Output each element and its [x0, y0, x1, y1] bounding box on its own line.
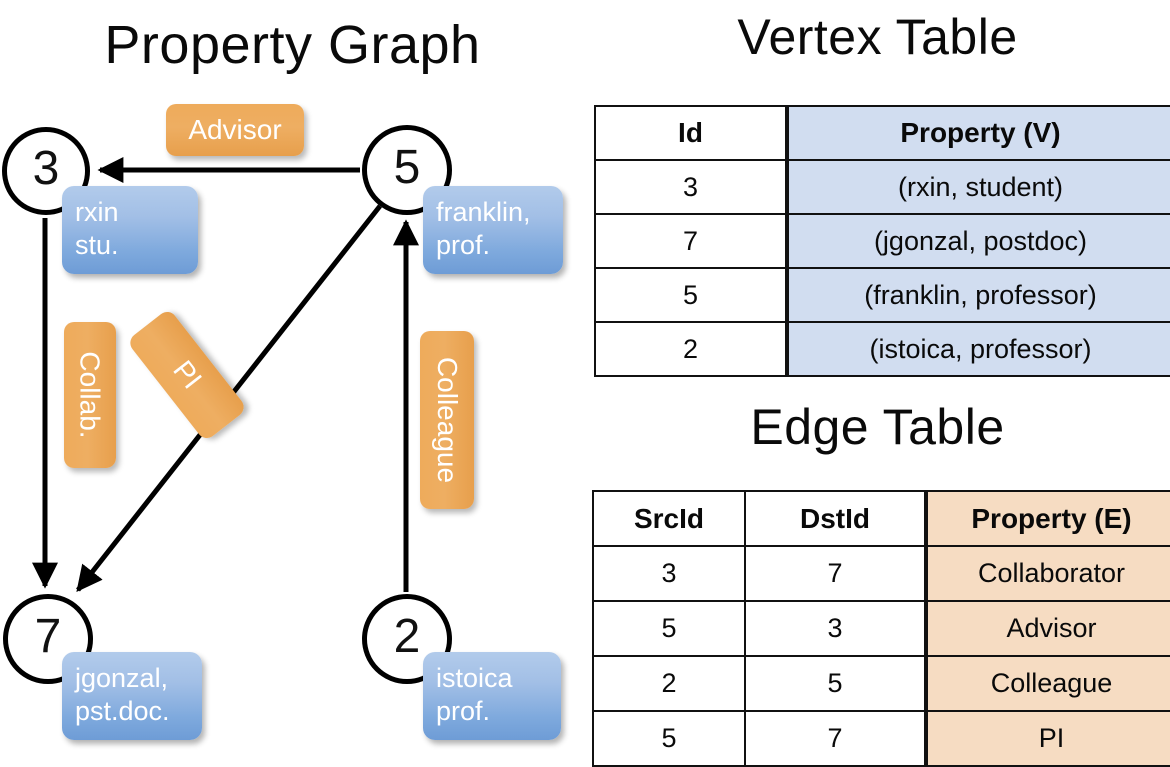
- table-row: 5 3 Advisor: [592, 600, 1170, 657]
- edge-table: SrcId DstId Property (E) 3 7 Collaborato…: [592, 490, 1170, 767]
- edge-row-3-dst: 7: [744, 710, 927, 767]
- graph-node-5[interactable]: 5: [362, 125, 452, 215]
- graph-node-5-label: 5: [393, 141, 421, 194]
- edge-row-0-property: Collaborator: [924, 545, 1170, 602]
- table-row: 2 (istoica, professor): [594, 321, 1170, 377]
- table-row: 3 (rxin, student): [594, 159, 1170, 215]
- edge-table-header-srcid: SrcId: [592, 490, 746, 547]
- edge-row-2-dst: 5: [744, 655, 927, 712]
- vertex-table: Id Property (V) 3 (rxin, student) 7 (jgo…: [594, 105, 1170, 377]
- vertex-property-7-line2: pst.doc.: [75, 696, 170, 726]
- vertex-property-7-line1: jgonzal,: [75, 663, 169, 693]
- vertex-property-2-line1: istoica: [436, 663, 513, 693]
- vertex-table-header-row: Id Property (V): [594, 105, 1170, 161]
- table-row: 3 7 Collaborator: [592, 545, 1170, 602]
- vertex-row-3-property: (istoica, professor): [785, 321, 1170, 377]
- vertex-row-1-id: 7: [594, 213, 788, 269]
- vertex-table-header-property: Property (V): [785, 105, 1170, 161]
- edge-row-0-src: 3: [592, 545, 746, 602]
- vertex-property-box-7: jgonzal, pst.doc.: [62, 652, 202, 740]
- graph-node-3-label: 3: [32, 142, 60, 195]
- edge-row-3-property: PI: [924, 710, 1170, 767]
- vertex-property-3-line1: rxin: [75, 197, 119, 227]
- edge-row-1-property: Advisor: [924, 600, 1170, 657]
- page-title-edge-table: Edge Table: [750, 399, 1005, 455]
- table-row: 7 (jgonzal, postdoc): [594, 213, 1170, 269]
- edge-row-1-dst: 3: [744, 600, 927, 657]
- edge-label-advisor-text: Advisor: [188, 114, 282, 145]
- graph-node-7-label: 7: [34, 610, 62, 663]
- vertex-property-2-line2: prof.: [436, 696, 491, 726]
- table-row: 5 (franklin, professor): [594, 267, 1170, 323]
- vertex-row-2-property: (franklin, professor): [785, 267, 1170, 323]
- vertex-property-3-line2: stu.: [75, 230, 119, 260]
- property-graph-panel: Property Graph 3 5 7 2 rxin stu. frankli…: [0, 0, 585, 760]
- table-row: 2 5 Colleague: [592, 655, 1170, 712]
- edge-row-1-src: 5: [592, 600, 746, 657]
- vertex-row-2-id: 5: [594, 267, 788, 323]
- vertex-property-box-5: franklin, prof.: [423, 186, 563, 274]
- edge-table-header-property: Property (E): [924, 490, 1170, 547]
- edge-row-0-dst: 7: [744, 545, 927, 602]
- vertex-property-box-2: istoica prof.: [423, 652, 561, 740]
- graph-node-2[interactable]: 2: [362, 594, 452, 684]
- edge-label-collab: Collab.: [64, 322, 116, 468]
- edge-row-3-src: 5: [592, 710, 746, 767]
- vertex-property-box-3: rxin stu.: [62, 186, 198, 274]
- graph-node-2-label: 2: [393, 610, 421, 663]
- edge-label-colleague-text: Colleague: [432, 356, 464, 484]
- vertex-row-1-property: (jgonzal, postdoc): [785, 213, 1170, 269]
- edge-label-pi-text: PI: [167, 354, 208, 395]
- vertex-property-5-line2: prof.: [436, 230, 491, 260]
- vertex-table-header-id: Id: [594, 105, 788, 161]
- vertex-property-5-line1: franklin,: [436, 197, 531, 227]
- page-title-vertex-table: Vertex Table: [737, 9, 1018, 65]
- vertex-row-0-property: (rxin, student): [785, 159, 1170, 215]
- vertex-row-3-id: 2: [594, 321, 788, 377]
- edge-label-collab-text: Collab.: [75, 351, 107, 439]
- vertex-row-0-id: 3: [594, 159, 788, 215]
- edge-label-advisor: Advisor: [166, 104, 304, 156]
- edge-label-colleague: Colleague: [420, 331, 474, 509]
- page-title-property-graph: Property Graph: [104, 15, 481, 75]
- edge-row-2-property: Colleague: [924, 655, 1170, 712]
- edge-table-header-dstid: DstId: [744, 490, 927, 547]
- edge-table-header-row: SrcId DstId Property (E): [592, 490, 1170, 547]
- edge-row-2-src: 2: [592, 655, 746, 712]
- table-row: 5 7 PI: [592, 710, 1170, 767]
